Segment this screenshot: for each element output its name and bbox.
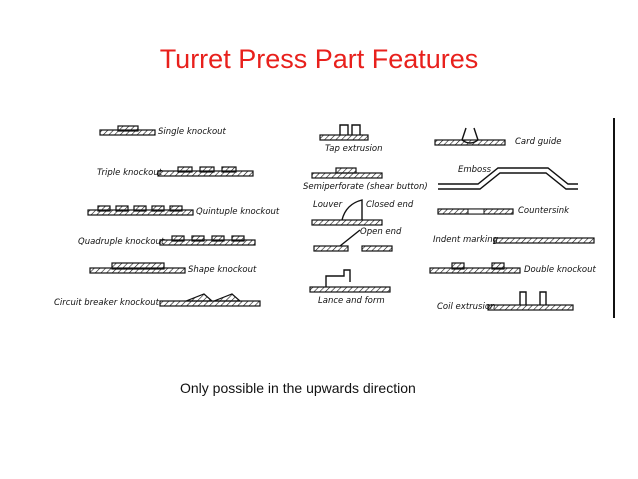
card-guide-icon — [434, 127, 506, 146]
indent-marking-icon — [493, 237, 595, 244]
label-open-end: Open end — [360, 227, 402, 237]
lance-and-form-icon — [309, 269, 391, 293]
louver-closed-end-icon — [311, 199, 383, 226]
label-shape-knockout: Shape knockout — [188, 265, 257, 275]
label-quadruple-knockout: Quadruple knockout — [78, 237, 165, 247]
shape-knockout-icon — [89, 262, 186, 274]
countersink-icon — [437, 208, 514, 215]
label-double-knockout: Double knockout — [524, 265, 596, 275]
label-semiperforate: Semiperforate (shear button) — [303, 182, 428, 192]
label-emboss: Emboss — [458, 165, 492, 175]
louver-open-end-icon — [313, 229, 393, 252]
label-countersink: Countersink — [518, 206, 570, 216]
label-tap-extrusion: Tap extrusion — [325, 144, 383, 154]
semiperforate-icon — [311, 167, 383, 179]
single-knockout-icon — [99, 125, 156, 136]
quintuple-knockout-icon — [87, 205, 194, 216]
label-louver: Louver — [313, 200, 343, 210]
double-knockout-icon — [429, 262, 521, 274]
slide-title: Turret Press Part Features — [159, 44, 479, 74]
coil-extrusion-icon — [487, 291, 574, 311]
label-card-guide: Card guide — [515, 137, 562, 147]
tap-extrusion-icon — [319, 124, 369, 141]
image-right-border — [613, 118, 615, 318]
triple-knockout-icon — [157, 166, 254, 177]
label-quintuple-knockout: Quintuple knockout — [196, 207, 280, 217]
quadruple-knockout-icon — [159, 235, 256, 246]
circuit-breaker-knockout-icon — [159, 293, 261, 307]
label-indent-marking: Indent marking — [433, 235, 498, 245]
label-closed-end: Closed end — [366, 200, 414, 210]
emboss-icon — [438, 167, 578, 190]
label-lance-and-form: Lance and form — [318, 296, 385, 306]
label-coil-extrusion: Coil extrusion — [437, 302, 496, 312]
label-single-knockout: Single knockout — [158, 127, 226, 137]
label-circuit-breaker-knockout: Circuit breaker knockout — [54, 298, 159, 308]
label-triple-knockout: Triple knockout — [97, 168, 163, 178]
caption-text: Only possible in the upwards direction — [180, 380, 416, 396]
